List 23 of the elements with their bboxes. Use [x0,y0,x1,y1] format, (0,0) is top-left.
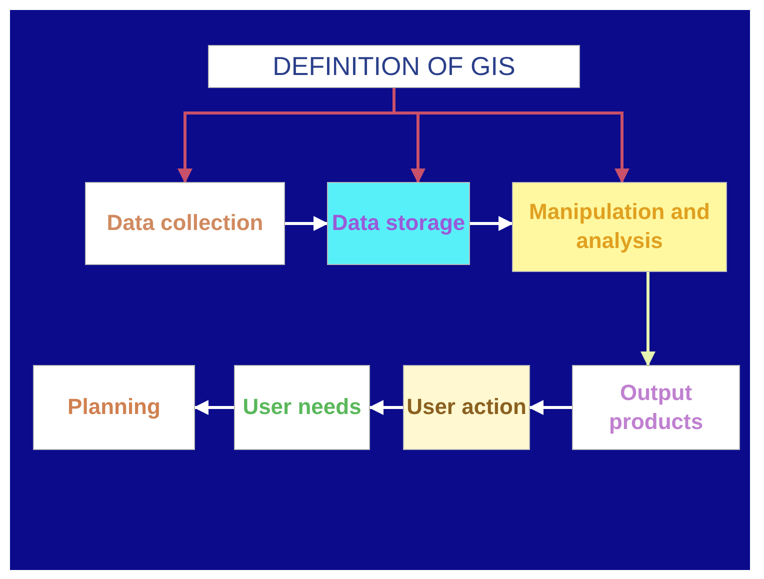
arrow [470,216,514,231]
title-box [208,45,580,88]
box-label: User needs [242,393,362,422]
box-label: Manipulation and analysis [528,198,711,255]
process-box [85,182,285,265]
box-label: Data collection [106,209,264,238]
arrow [368,400,403,415]
process-box [33,365,195,450]
title-text: DEFINITION OF GIS [272,50,516,83]
process-box [512,182,727,272]
arrow [194,400,234,415]
box-label: Data storage [332,209,466,238]
box-label: Planning [68,393,160,422]
process-box [403,365,530,450]
process-box [234,365,370,450]
arrow [640,272,656,366]
arrow [285,216,328,231]
arrow [392,88,630,184]
box-label: User action [406,393,526,422]
arrow [528,400,572,415]
process-box [572,365,740,450]
box-label: Output products [608,378,704,436]
process-box [327,182,470,265]
